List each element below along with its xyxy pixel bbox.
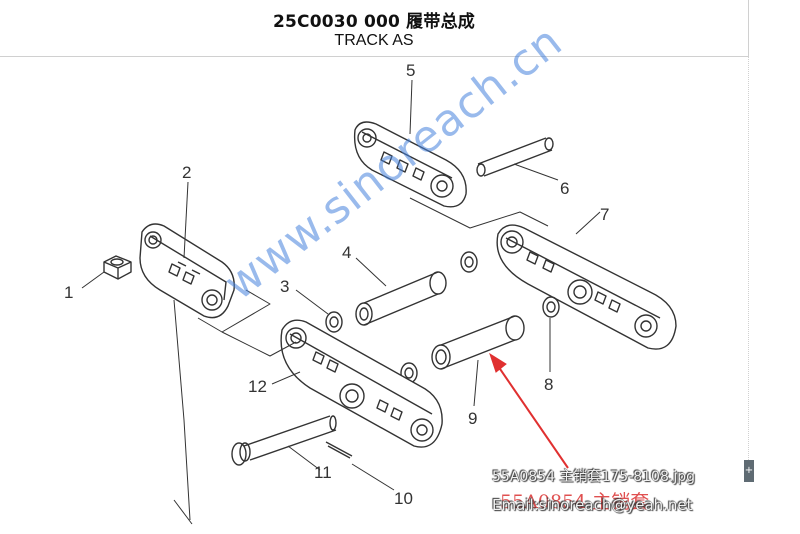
part-4-bushing <box>355 271 447 326</box>
assembly-guides <box>173 197 549 525</box>
part-annotation-label: 55A0854 主销套 <box>500 491 650 513</box>
part-8-seal <box>542 296 560 318</box>
callout-3: 3 <box>280 277 289 296</box>
callout-numbers: 1 2 3 4 5 6 7 8 9 10 11 12 <box>64 61 609 508</box>
part-5-link <box>353 121 467 208</box>
callout-9: 9 <box>468 409 477 428</box>
part-11-pin <box>231 415 337 466</box>
callout-5: 5 <box>406 61 415 80</box>
part-12-link <box>280 319 443 448</box>
part-subtitle: TRACK AS <box>334 32 414 49</box>
right-border <box>748 56 750 476</box>
image-caption: 55A0854 主销套175-8108.jpg <box>492 469 695 485</box>
part-title: 25C0030 000 履带总成 <box>273 12 475 32</box>
part-1-nut <box>103 255 132 280</box>
callout-1: 1 <box>64 283 73 302</box>
part-4-seal <box>460 251 478 273</box>
leader-lines <box>81 79 601 491</box>
callout-4: 4 <box>342 243 351 262</box>
highlight-arrow <box>489 352 569 469</box>
callout-11: 11 <box>314 463 332 482</box>
part-10-cotter <box>325 441 353 459</box>
callout-8: 8 <box>544 375 553 394</box>
part-3-seal <box>325 311 343 333</box>
title-block: 25C0030 000 履带总成 TRACK AS <box>0 0 749 57</box>
callout-10: 10 <box>394 489 413 508</box>
contact-email: Email:sinoreach@yeah.net <box>492 496 693 514</box>
part-9-bushing <box>431 315 525 370</box>
part-6-pin <box>476 137 554 177</box>
part-2-link <box>139 223 235 319</box>
callout-2: 2 <box>182 163 191 182</box>
callout-6: 6 <box>560 179 569 198</box>
callout-7: 7 <box>600 205 609 224</box>
expand-icon[interactable]: + <box>744 460 754 482</box>
part-7-link <box>496 224 677 350</box>
callout-12: 12 <box>248 377 267 396</box>
